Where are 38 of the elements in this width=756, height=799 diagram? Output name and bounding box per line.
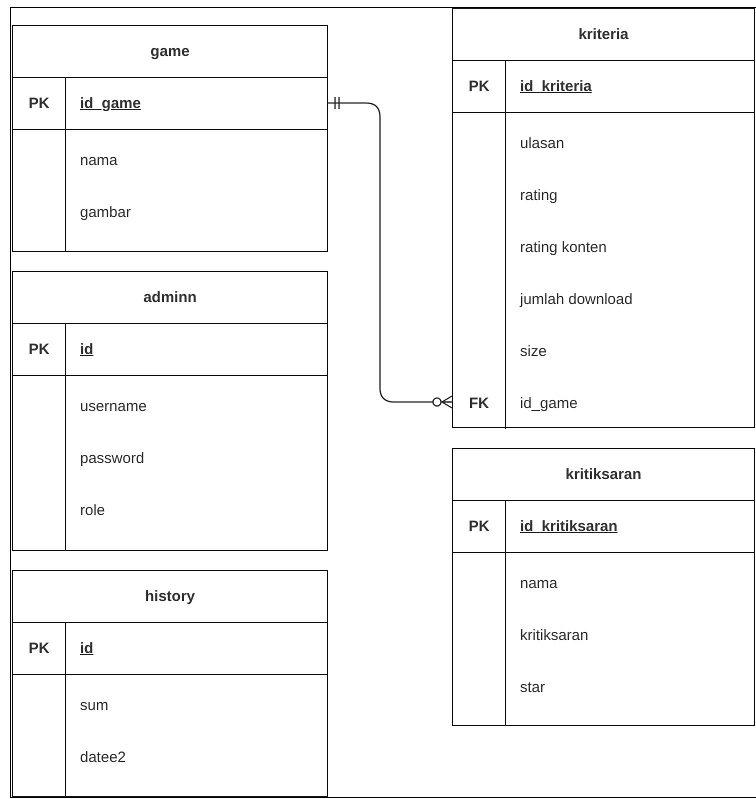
field-name: size [520,342,547,360]
key-label: PK [28,95,50,112]
key-label: FK [469,394,489,412]
primary-key-field: id_kritiksaran [520,518,618,535]
field-name: kritiksaran [520,626,588,644]
key-label: PK [468,518,490,535]
table-title: game [150,43,190,60]
relationship-line [328,97,453,409]
key-label: PK [468,78,490,95]
entity-table [452,8,755,428]
field-name: ulasan [520,134,564,152]
key-label: PK [28,341,50,358]
table-title: adminn [143,289,197,306]
field-name: gambar [80,204,131,220]
entity-table [12,271,328,551]
table-title: history [144,588,195,605]
field-name: jumlah download [520,290,633,308]
field-name: id_game [520,394,578,412]
field-name: username [80,398,147,414]
field-name: nama [520,574,558,592]
entity-table [452,448,755,726]
field-name: rating konten [520,238,607,256]
table-title: kriteria [578,26,629,43]
field-name: role [80,502,106,518]
primary-key-field: id [80,341,94,358]
field-name: password [80,450,144,466]
field-name: datee2 [80,748,126,766]
primary-key-field: id_kriteria [520,78,592,95]
primary-key-field: id_game [80,95,141,112]
entity-table [12,570,328,797]
primary-key-field: id [80,640,94,657]
field-name: rating [520,186,558,204]
field-name: star [520,678,546,696]
field-name: nama [80,152,118,168]
field-name: sum [80,696,108,714]
table-title: kritiksaran [566,466,642,483]
key-label: PK [28,640,50,657]
entity-table [12,25,328,252]
